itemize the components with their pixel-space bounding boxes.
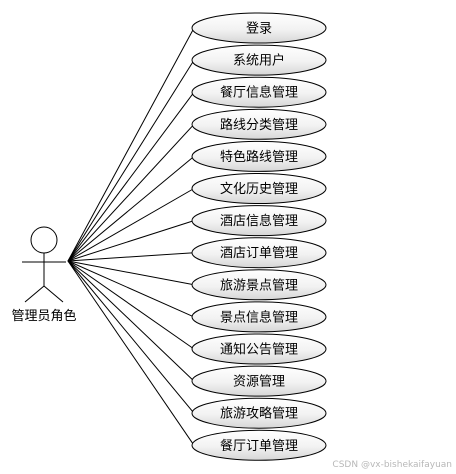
use-case-ellipse xyxy=(191,205,327,237)
use-case-ellipse xyxy=(191,333,327,365)
association-line xyxy=(67,260,195,350)
use-case-ellipse xyxy=(191,173,327,204)
association-line xyxy=(67,123,195,262)
association-line xyxy=(67,91,195,262)
use-case: 登录 xyxy=(191,12,327,44)
actor-leg-left xyxy=(24,285,45,303)
association-line xyxy=(67,59,195,262)
association-line xyxy=(67,188,195,262)
association-line xyxy=(67,220,195,262)
association-line xyxy=(67,27,195,262)
use-case-label: 酒店信息管理 xyxy=(220,213,298,229)
use-case-label: 酒店订单管理 xyxy=(220,246,298,261)
actor-figure: 管理员角色 xyxy=(11,226,77,324)
use-case-label: 旅游景点管理 xyxy=(220,278,298,293)
use-case-label: 系统用户 xyxy=(233,53,285,69)
use-case: 旅游攻略管理 xyxy=(191,397,327,429)
use-case-label: 餐厅订单管理 xyxy=(220,438,298,454)
use-case-label: 旅游攻略管理 xyxy=(220,406,298,422)
association-lines xyxy=(67,27,195,446)
use-case: 旅游景点管理 xyxy=(191,269,327,301)
actor-leg-right xyxy=(43,285,64,303)
use-case: 资源管理 xyxy=(191,365,327,397)
use-case-ellipse xyxy=(191,397,327,429)
actor-head xyxy=(30,226,58,254)
use-case: 文化历史管理 xyxy=(191,173,327,204)
association-line xyxy=(67,260,195,382)
use-case-label: 资源管理 xyxy=(233,375,285,390)
actor-label: 管理员角色 xyxy=(11,308,76,324)
use-case-ellipse xyxy=(191,429,327,461)
use-case: 景点信息管理 xyxy=(191,301,327,333)
use-case: 特色路线管理 xyxy=(191,140,327,172)
watermark: CSDN @vx-bishekaifayuan xyxy=(332,460,452,470)
use-case-ellipse xyxy=(191,365,327,397)
association-line xyxy=(67,260,195,414)
use-case-label: 景点信息管理 xyxy=(220,309,298,325)
use-case-ellipse xyxy=(191,76,327,108)
association-line xyxy=(67,156,195,262)
use-case: 路线分类管理 xyxy=(191,108,327,140)
use-case: 通知公告管理 xyxy=(191,333,327,365)
use-case-ellipse xyxy=(191,140,327,172)
use-case: 餐厅信息管理 xyxy=(191,76,327,108)
use-case-label: 登录 xyxy=(246,22,272,37)
use-case-list: 登录系统用户餐厅信息管理路线分类管理特色路线管理文化历史管理酒店信息管理酒店订单… xyxy=(191,12,327,461)
use-case: 酒店订单管理 xyxy=(191,237,327,269)
use-case: 餐厅订单管理 xyxy=(191,429,327,461)
use-case-ellipse xyxy=(191,44,327,76)
association-line xyxy=(67,260,195,446)
use-case-ellipse xyxy=(191,108,327,140)
use-case-ellipse xyxy=(191,269,327,301)
use-case-label: 特色路线管理 xyxy=(220,149,298,165)
association-line xyxy=(67,260,195,318)
use-case-label: 文化历史管理 xyxy=(220,182,298,197)
use-case-label: 路线分类管理 xyxy=(220,117,298,133)
use-case-ellipse xyxy=(191,12,327,44)
use-case: 酒店信息管理 xyxy=(191,205,327,237)
use-case: 系统用户 xyxy=(191,44,327,76)
association-line xyxy=(67,252,195,262)
association-line xyxy=(67,260,195,286)
use-case-ellipse xyxy=(191,237,327,269)
use-case-label: 通知公告管理 xyxy=(220,342,298,358)
use-case-label: 餐厅信息管理 xyxy=(220,85,298,101)
use-case-ellipse xyxy=(191,301,327,333)
